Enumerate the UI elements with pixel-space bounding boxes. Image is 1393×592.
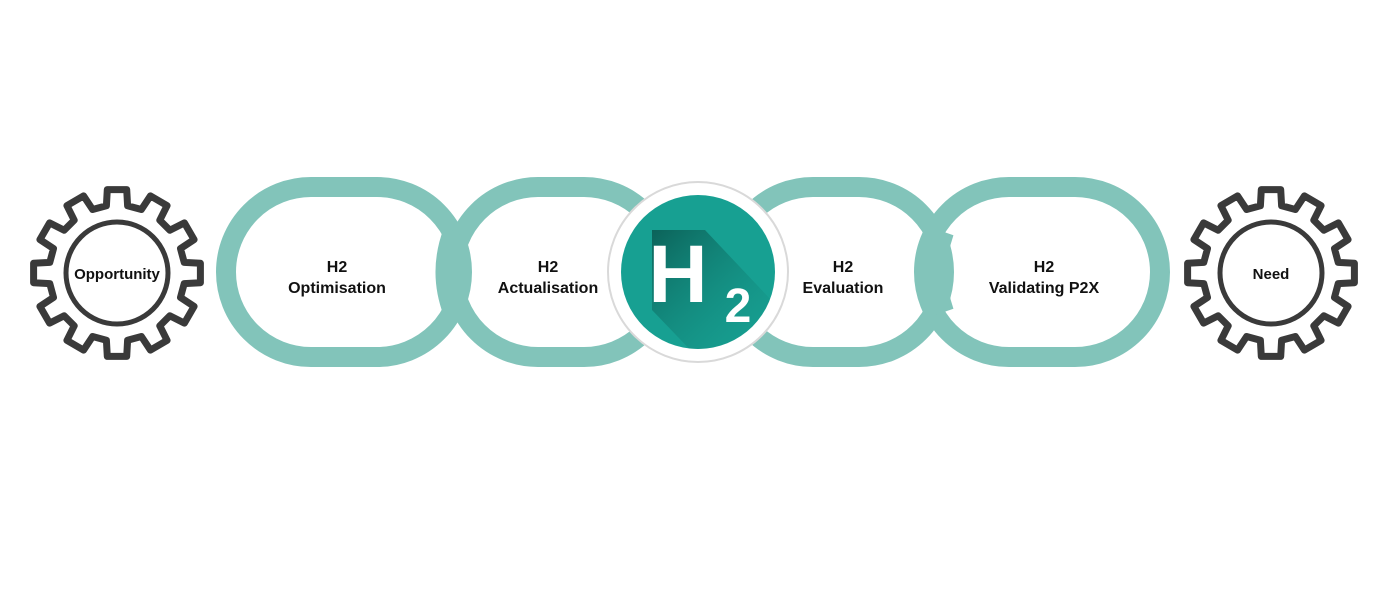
validating-line1: H2 [1034, 259, 1055, 276]
gear-inner-ring [1217, 219, 1325, 327]
evaluation-line2: Evaluation [803, 280, 884, 297]
evaluation-line1: H2 [833, 259, 854, 276]
actualisation-line2: Actualisation [498, 280, 598, 297]
optimisation-line1: H2 [327, 259, 348, 276]
opportunity-gear: Opportunity [30, 186, 204, 360]
actualisation-line1: H2 [538, 259, 559, 276]
gear-inner-ring [63, 219, 171, 327]
gear-icon [1184, 186, 1358, 360]
opportunity-label: Opportunity [74, 266, 160, 283]
link-labels: H2 Optimisation H2 Actualisation H2 Eval… [288, 259, 1099, 297]
h2-badge: H 2 [607, 181, 789, 363]
chain-link-validating [914, 177, 1170, 367]
need-gear: Need [1184, 186, 1358, 360]
link-overlap-1 [435, 228, 463, 316]
gear-icon [30, 186, 204, 360]
link-overlap-2 [927, 228, 954, 316]
optimisation-line2: Optimisation [288, 280, 386, 297]
need-label: Need [1253, 266, 1290, 283]
validating-line2: Validating P2X [989, 280, 1100, 297]
badge-subscript: 2 [725, 280, 752, 333]
badge-letter: H [648, 229, 707, 320]
